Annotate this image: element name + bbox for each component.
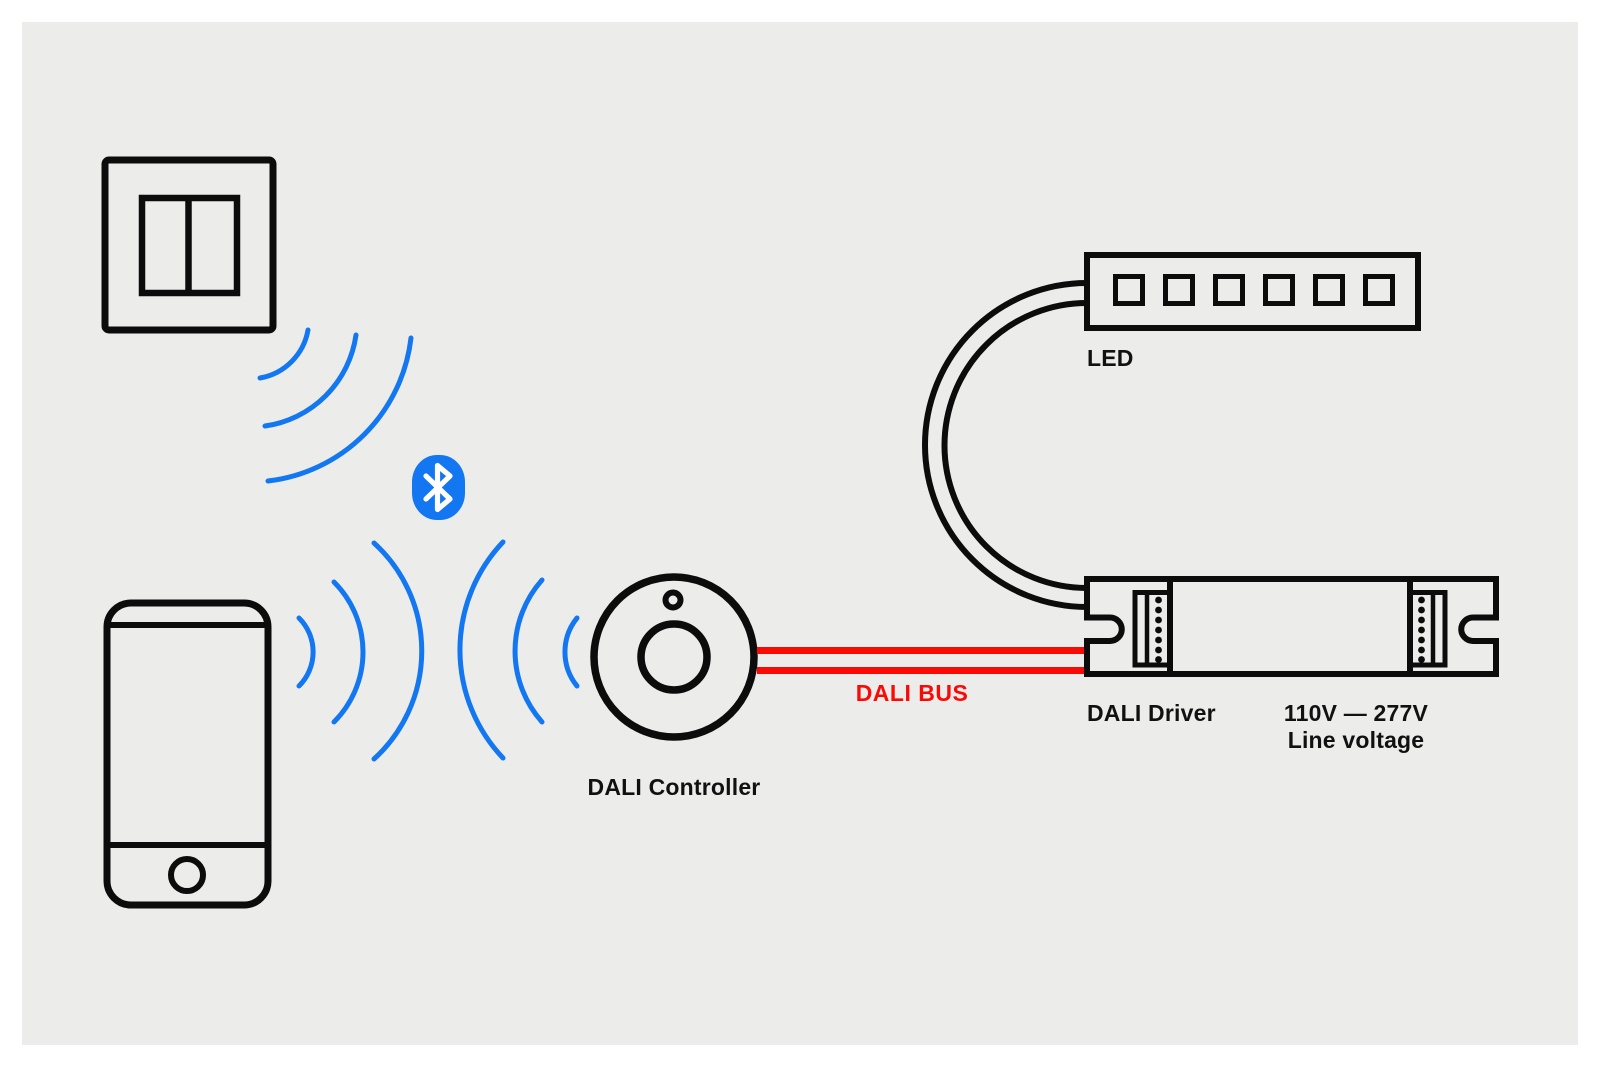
bluetooth-icon <box>412 455 465 520</box>
controller-body <box>590 573 758 741</box>
controller-button <box>637 620 711 694</box>
led-chip <box>1113 274 1145 306</box>
signal-arc <box>331 579 366 725</box>
dali-bus-wires <box>757 647 1087 674</box>
signal-arc <box>262 332 359 429</box>
signal-arc <box>512 577 545 725</box>
voltage-caption-label: Line voltage <box>1288 727 1425 753</box>
terminal-block <box>1407 590 1448 668</box>
driver-left-terminal <box>1132 590 1173 668</box>
dali-controller-label: DALI Controller <box>588 774 761 800</box>
signal-arc <box>265 335 414 484</box>
led-chip <box>1363 274 1395 306</box>
phone-signal-arcs-icon <box>296 540 425 762</box>
dali-bus-label: DALI BUS <box>856 680 969 706</box>
smartphone-icon <box>103 599 272 909</box>
signal-arc <box>457 539 506 761</box>
led-strip-body <box>1084 252 1421 331</box>
dali-controller-icon <box>590 573 758 741</box>
dali-driver-label: DALI Driver <box>1087 700 1216 726</box>
terminal-contacts <box>1418 596 1425 663</box>
signal-arc <box>296 615 316 689</box>
wire-inner <box>941 300 1088 591</box>
dali-driver-icon <box>1084 576 1499 677</box>
led-chip <box>1263 274 1295 306</box>
bluetooth-rune <box>423 462 453 513</box>
terminal-block <box>1132 590 1173 668</box>
controller-signal-arcs-icon <box>457 539 580 761</box>
signal-arc <box>257 327 311 381</box>
wire-outer <box>922 280 1088 610</box>
signal-arc <box>371 540 425 762</box>
terminal-contacts <box>1155 596 1162 663</box>
phone-home-button <box>168 856 206 894</box>
phone-body <box>103 599 272 909</box>
driver-right-terminal <box>1407 590 1448 668</box>
led-chip <box>1313 274 1345 306</box>
switch-plate <box>101 156 277 334</box>
led-chip <box>1213 274 1245 306</box>
led-chip <box>1163 274 1195 306</box>
led-strip-icon <box>1084 252 1421 331</box>
diagram-canvas <box>22 22 1578 1045</box>
voltage-range-label: 110V — 277V <box>1284 700 1429 726</box>
controller-indicator <box>662 589 684 611</box>
led-label: LED <box>1087 345 1134 371</box>
signal-arc <box>562 615 580 689</box>
driver-body <box>1084 576 1499 677</box>
wall-switch-icon <box>101 156 277 334</box>
switch-signal-arcs-icon <box>257 327 414 484</box>
led-wire <box>922 280 1088 610</box>
